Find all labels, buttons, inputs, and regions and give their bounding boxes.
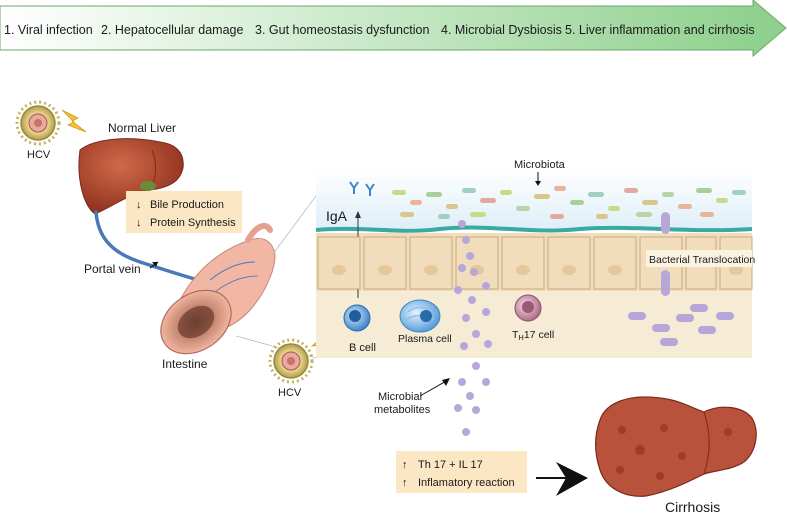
microbiota-cluster	[392, 186, 746, 219]
iga-label: IgA	[326, 208, 348, 224]
hcv-virus-top	[15, 100, 61, 146]
th17-cell-label: TH17 cell	[512, 329, 554, 342]
b-cell-illustration	[343, 304, 371, 332]
hcv-virus-bottom	[268, 338, 314, 384]
intestine-illustration	[160, 222, 276, 355]
bacterial-translocation-box	[646, 250, 752, 267]
normal-liver-illustration	[78, 138, 184, 215]
zoom-connector-top	[269, 195, 317, 259]
normal-liver-label: Normal Liver	[108, 121, 176, 135]
inflamatory-reaction-label: Inflamatory reaction	[418, 477, 515, 489]
plasma-cell-illustration	[399, 299, 441, 333]
step-5-label: 5. Liver inflammation and cirrhosis	[565, 23, 755, 37]
liver-effects-box: ↓ Bile Production ↓ Protein Synthesis	[126, 191, 242, 233]
cirrhosis-label: Cirrhosis	[665, 499, 720, 515]
microbial-metabolites-label-1: Microbial	[378, 391, 422, 403]
process-arrow: 1. Viral infection 2. Hepatocellular dam…	[0, 0, 787, 58]
intestine-label: Intestine	[162, 357, 208, 371]
translocating-bacteria	[628, 212, 734, 346]
metabolites-arrow	[419, 379, 449, 397]
th17-il17-label: Th 17 + IL 17	[418, 459, 483, 471]
iga-antibody-icon	[349, 181, 375, 196]
step-4-label: 4. Microbial Dysbiosis	[441, 23, 562, 37]
progression-arrow	[536, 462, 588, 496]
portal-vein-label: Portal vein	[84, 262, 141, 276]
cirrhotic-liver-illustration	[594, 396, 757, 497]
up-arrow-icon: ↑	[402, 459, 408, 471]
lightning-top-icon	[61, 109, 87, 133]
down-arrow-icon: ↓	[136, 217, 142, 229]
protein-synthesis-label: Protein Synthesis	[150, 217, 236, 229]
hcv-top-label: HCV	[27, 149, 51, 161]
hcv-bottom-label: HCV	[278, 387, 302, 399]
down-arrow-icon: ↓	[136, 199, 142, 211]
bacterial-translocation-label: Bacterial Translocation	[649, 254, 755, 266]
inflammation-box: ↑ Th 17 + IL 17 ↑ Inflamatory reaction	[396, 451, 527, 493]
step-2-label: 2. Hepatocellular damage	[101, 23, 243, 37]
step-3-label: 3. Gut homeostasis dysfunction	[255, 23, 429, 37]
step-1-label: 1. Viral infection	[4, 23, 93, 37]
plasma-cell-label: Plasma cell	[398, 333, 452, 345]
bile-production-label: Bile Production	[150, 199, 224, 211]
th17-cell-illustration	[514, 294, 542, 322]
microbial-metabolites-label-2: metabolites	[374, 404, 431, 416]
microbial-metabolites	[454, 220, 492, 436]
microbiota-label: Microbiota	[514, 159, 566, 171]
up-arrow-icon: ↑	[402, 477, 408, 489]
b-cell-label: B cell	[349, 342, 376, 354]
portal-vein-vessel	[94, 210, 204, 283]
